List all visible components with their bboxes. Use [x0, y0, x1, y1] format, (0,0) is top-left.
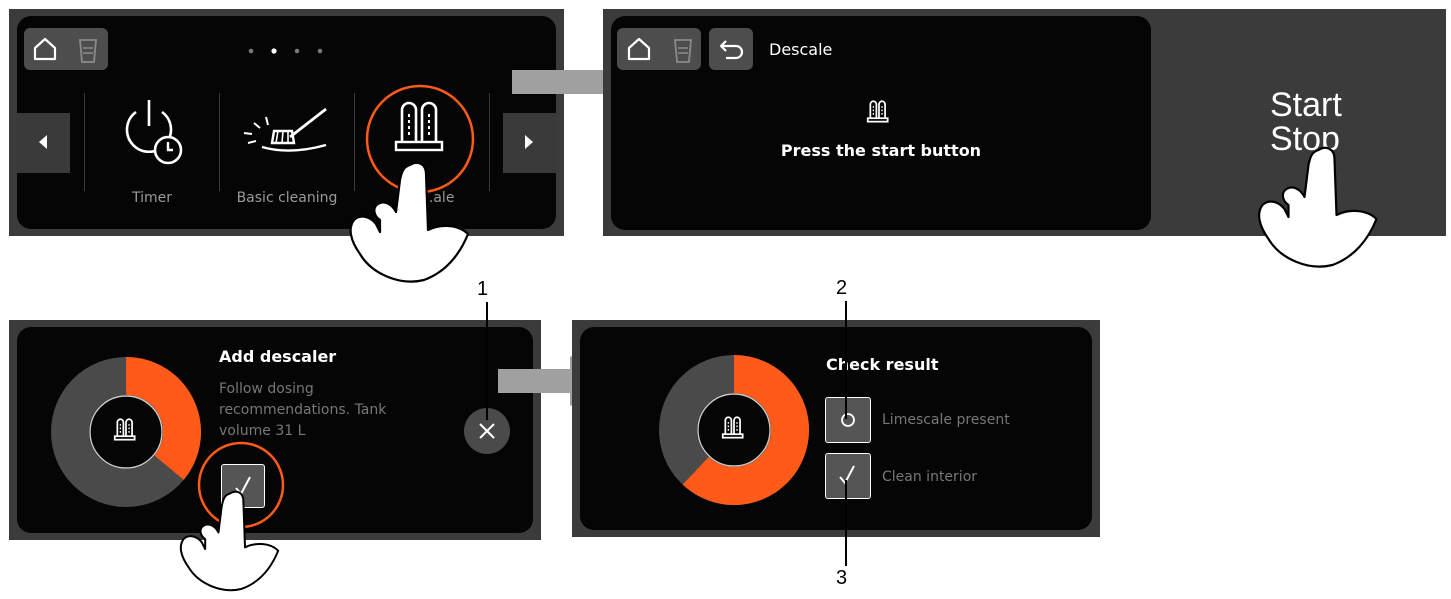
progress-arc	[682, 355, 809, 505]
close-icon[interactable]	[478, 422, 496, 440]
descale-icon	[866, 100, 889, 123]
start-label: Start	[1270, 86, 1342, 124]
clean-interior-label: Clean interior	[882, 469, 978, 485]
screen-2-title: Descale	[769, 40, 833, 59]
screen-4-title: Check result	[826, 355, 939, 374]
descale-icon	[113, 418, 136, 441]
basic-cleaning-icon	[243, 107, 327, 152]
description-line: recommendations. Tank	[219, 402, 387, 418]
home-icon[interactable]	[626, 36, 652, 62]
callout-2: 2	[836, 277, 848, 299]
descale-icon	[394, 101, 444, 152]
tile-divider	[489, 93, 490, 191]
page-dot	[294, 48, 300, 54]
press-start-message: Press the start button	[780, 141, 982, 160]
start-stop-button[interactable]: Start Stop	[1270, 88, 1400, 156]
callout-line-1	[486, 302, 488, 420]
hand-pointer-icon	[349, 161, 470, 283]
description-line: Follow dosing	[219, 381, 314, 397]
page-indicator	[248, 48, 323, 54]
tile-basic-cleaning-label: Basic cleaning	[236, 190, 338, 206]
screen-2-panel	[611, 16, 1151, 230]
left-arrow-icon[interactable]	[38, 134, 48, 150]
tile-descale-label: ...ale	[420, 190, 455, 206]
progress-arc	[125, 357, 201, 480]
callout-1: 1	[477, 278, 489, 300]
page-dot-active	[271, 48, 277, 54]
page-dot	[248, 48, 254, 54]
checkmark-icon	[839, 465, 855, 485]
water-tank-icon	[79, 39, 97, 63]
hand-pointer-icon	[1258, 146, 1378, 268]
tile-divider	[219, 93, 220, 191]
callout-3: 3	[836, 567, 848, 589]
description-line: volume 31 L	[219, 423, 306, 439]
limescale-present-label: Limescale present	[882, 412, 1010, 428]
home-button[interactable]	[24, 28, 108, 70]
back-arrow-icon[interactable]	[718, 38, 746, 60]
limescale-present-option[interactable]	[825, 397, 871, 443]
tile-divider	[354, 93, 355, 191]
home-button[interactable]	[617, 28, 701, 70]
water-tank-icon	[674, 39, 692, 63]
timer-icon	[125, 100, 183, 165]
page-dot	[317, 48, 323, 54]
callout-line-3	[845, 480, 847, 566]
right-arrow-icon[interactable]	[524, 134, 534, 150]
hand-pointer-icon	[179, 490, 280, 592]
tile-timer-label: Timer	[131, 190, 173, 206]
descale-icon	[721, 416, 744, 439]
tile-divider	[84, 93, 85, 191]
back-button[interactable]	[709, 28, 753, 70]
screen-3-title: Add descaler	[219, 347, 337, 366]
circle-icon	[841, 413, 855, 427]
callout-line-2	[845, 301, 847, 419]
home-icon[interactable]	[32, 36, 58, 62]
